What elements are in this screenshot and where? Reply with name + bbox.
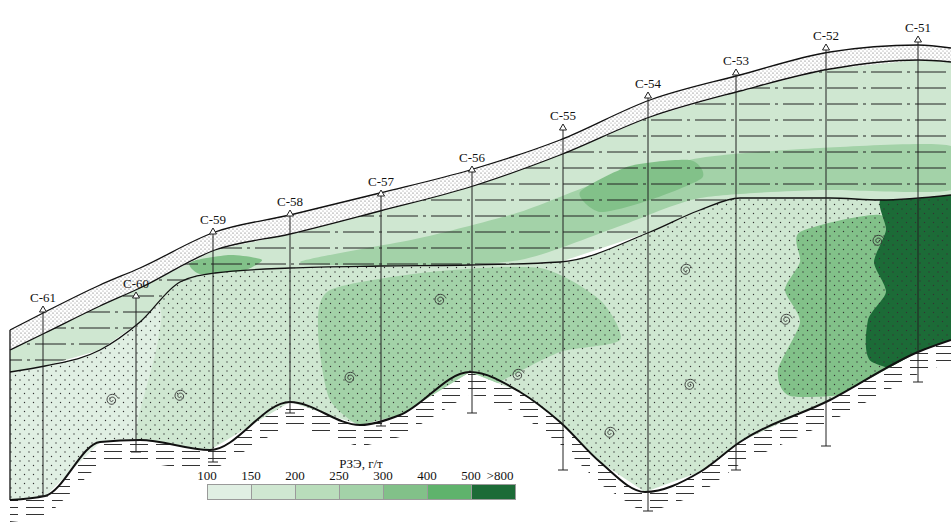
borehole-line xyxy=(558,130,568,470)
shell-symbol xyxy=(513,369,524,379)
legend-swatch xyxy=(251,484,296,500)
boreholes xyxy=(38,36,923,511)
borehole-mark xyxy=(133,292,140,298)
borehole-label: С-52 xyxy=(813,29,839,42)
shell-symbol xyxy=(781,314,792,324)
legend-tick: 250 xyxy=(329,469,349,482)
borehole-label: С-61 xyxy=(30,291,56,304)
legend-tick: 300 xyxy=(373,469,393,482)
shell-symbols xyxy=(107,235,884,437)
borehole-mark xyxy=(823,44,830,50)
borehole-mark xyxy=(210,228,217,234)
sand-texture xyxy=(10,195,951,500)
shell-symbol xyxy=(107,394,118,404)
borehole-mark xyxy=(645,92,652,98)
borehole-label: С-55 xyxy=(550,109,576,122)
borehole-label: С-58 xyxy=(277,195,303,208)
legend-swatch xyxy=(427,484,472,500)
legend-swatch xyxy=(383,484,428,500)
borehole-label: С-60 xyxy=(123,277,149,290)
legend-swatch xyxy=(471,484,516,500)
legend-swatch xyxy=(295,484,340,500)
borehole-mark xyxy=(560,124,567,130)
shell-symbol xyxy=(175,390,186,400)
layer-boundary xyxy=(10,195,951,372)
legend-tick: 400 xyxy=(417,469,437,482)
borehole-line xyxy=(821,50,831,446)
borehole-line xyxy=(731,75,741,470)
borehole-line xyxy=(285,216,295,413)
borehole-line xyxy=(467,172,477,413)
borehole-mark xyxy=(40,306,47,312)
shell-symbol xyxy=(345,372,356,382)
shell-symbol xyxy=(685,379,696,389)
boundary-lines xyxy=(10,45,951,500)
shell-symbol xyxy=(605,427,616,437)
shell-symbol xyxy=(435,294,446,304)
lithology-texture xyxy=(10,45,951,500)
borehole-mark xyxy=(915,36,922,42)
borehole-line xyxy=(913,42,923,382)
shell-symbol xyxy=(873,235,884,245)
borehole-line xyxy=(376,196,386,426)
borehole-line xyxy=(38,312,48,496)
legend-tick: 100 xyxy=(197,469,217,482)
layer-boundary xyxy=(10,60,951,350)
borehole-line xyxy=(643,98,653,511)
concentration-zones xyxy=(0,60,951,529)
borehole-label: С-56 xyxy=(459,151,485,164)
layer-boundary xyxy=(10,340,951,500)
borehole-line xyxy=(131,298,141,452)
legend-tick: >800 xyxy=(487,469,514,482)
shell-symbol xyxy=(681,264,692,274)
borehole-label: С-51 xyxy=(905,21,931,34)
borehole-line xyxy=(208,234,218,462)
legend-tick: 500 xyxy=(461,469,481,482)
borehole-mark xyxy=(469,166,476,172)
layer-boundary xyxy=(10,45,951,330)
borehole-mark xyxy=(287,210,294,216)
legend-tick: 150 xyxy=(241,469,261,482)
legend-tick: 200 xyxy=(285,469,305,482)
legend-swatch xyxy=(339,484,384,500)
borehole-mark xyxy=(733,69,740,75)
section-edge xyxy=(9,330,10,500)
borehole-label: С-53 xyxy=(723,54,749,67)
legend-swatch xyxy=(207,484,252,500)
borehole-label: С-59 xyxy=(200,213,226,226)
borehole-label: С-57 xyxy=(368,175,394,188)
borehole-label: С-54 xyxy=(635,77,661,90)
borehole-mark xyxy=(378,190,385,196)
